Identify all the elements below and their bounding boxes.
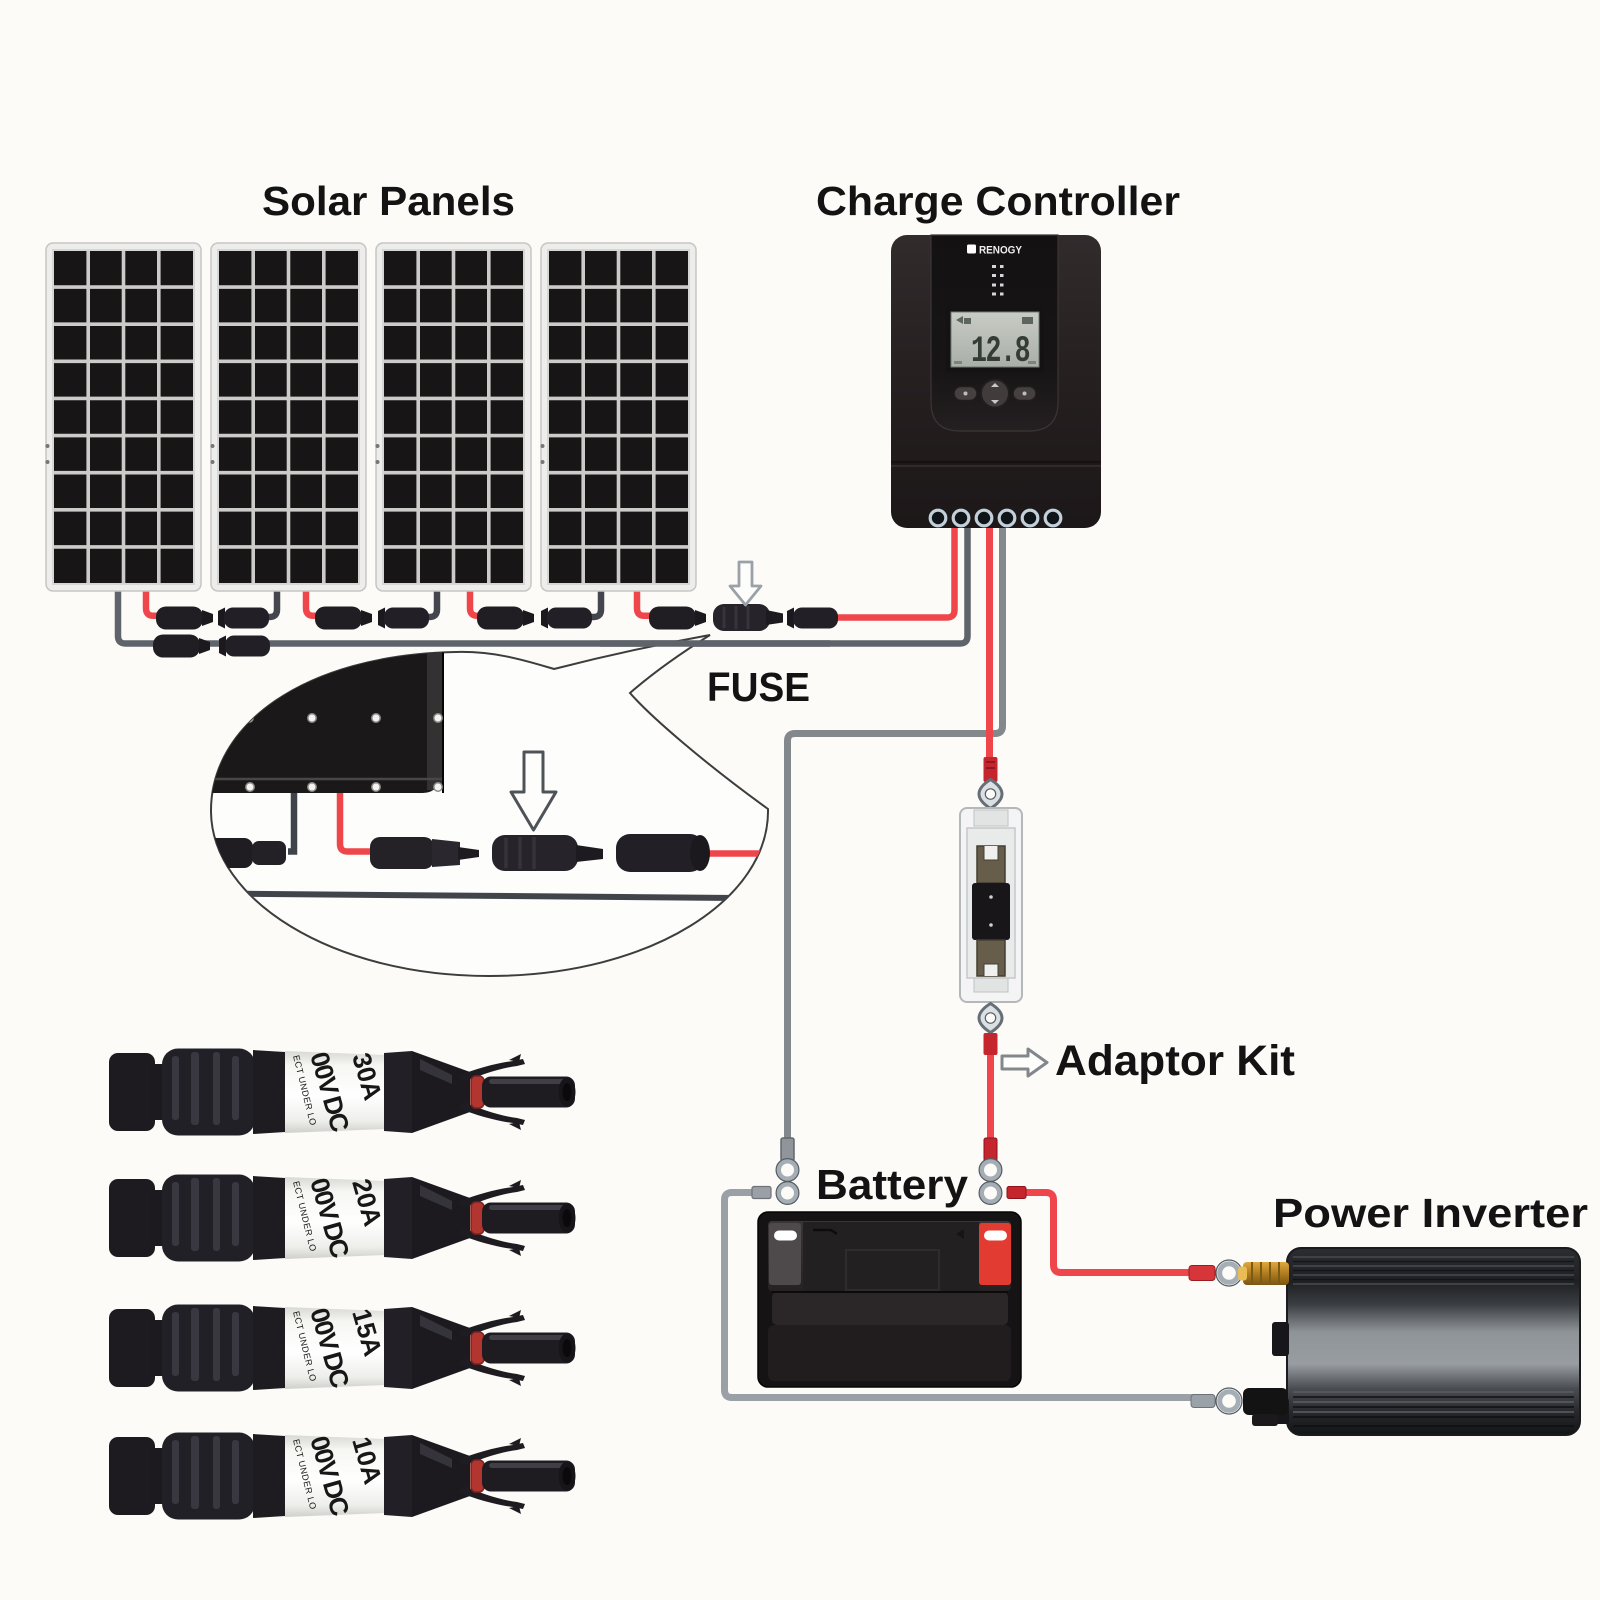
svg-text:Power Inverter: Power Inverter (1273, 1190, 1588, 1236)
svg-text:12.8: 12.8 (971, 330, 1029, 372)
svg-text:Solar Panels: Solar Panels (262, 178, 515, 224)
svg-text:Adaptor Kit: Adaptor Kit (1055, 1037, 1295, 1085)
svg-text:RENOGY: RENOGY (979, 245, 1023, 257)
svg-text:Charge Controller: Charge Controller (816, 178, 1180, 224)
svg-text:FUSE: FUSE (707, 664, 810, 710)
svg-text:Battery: Battery (816, 1161, 969, 1208)
